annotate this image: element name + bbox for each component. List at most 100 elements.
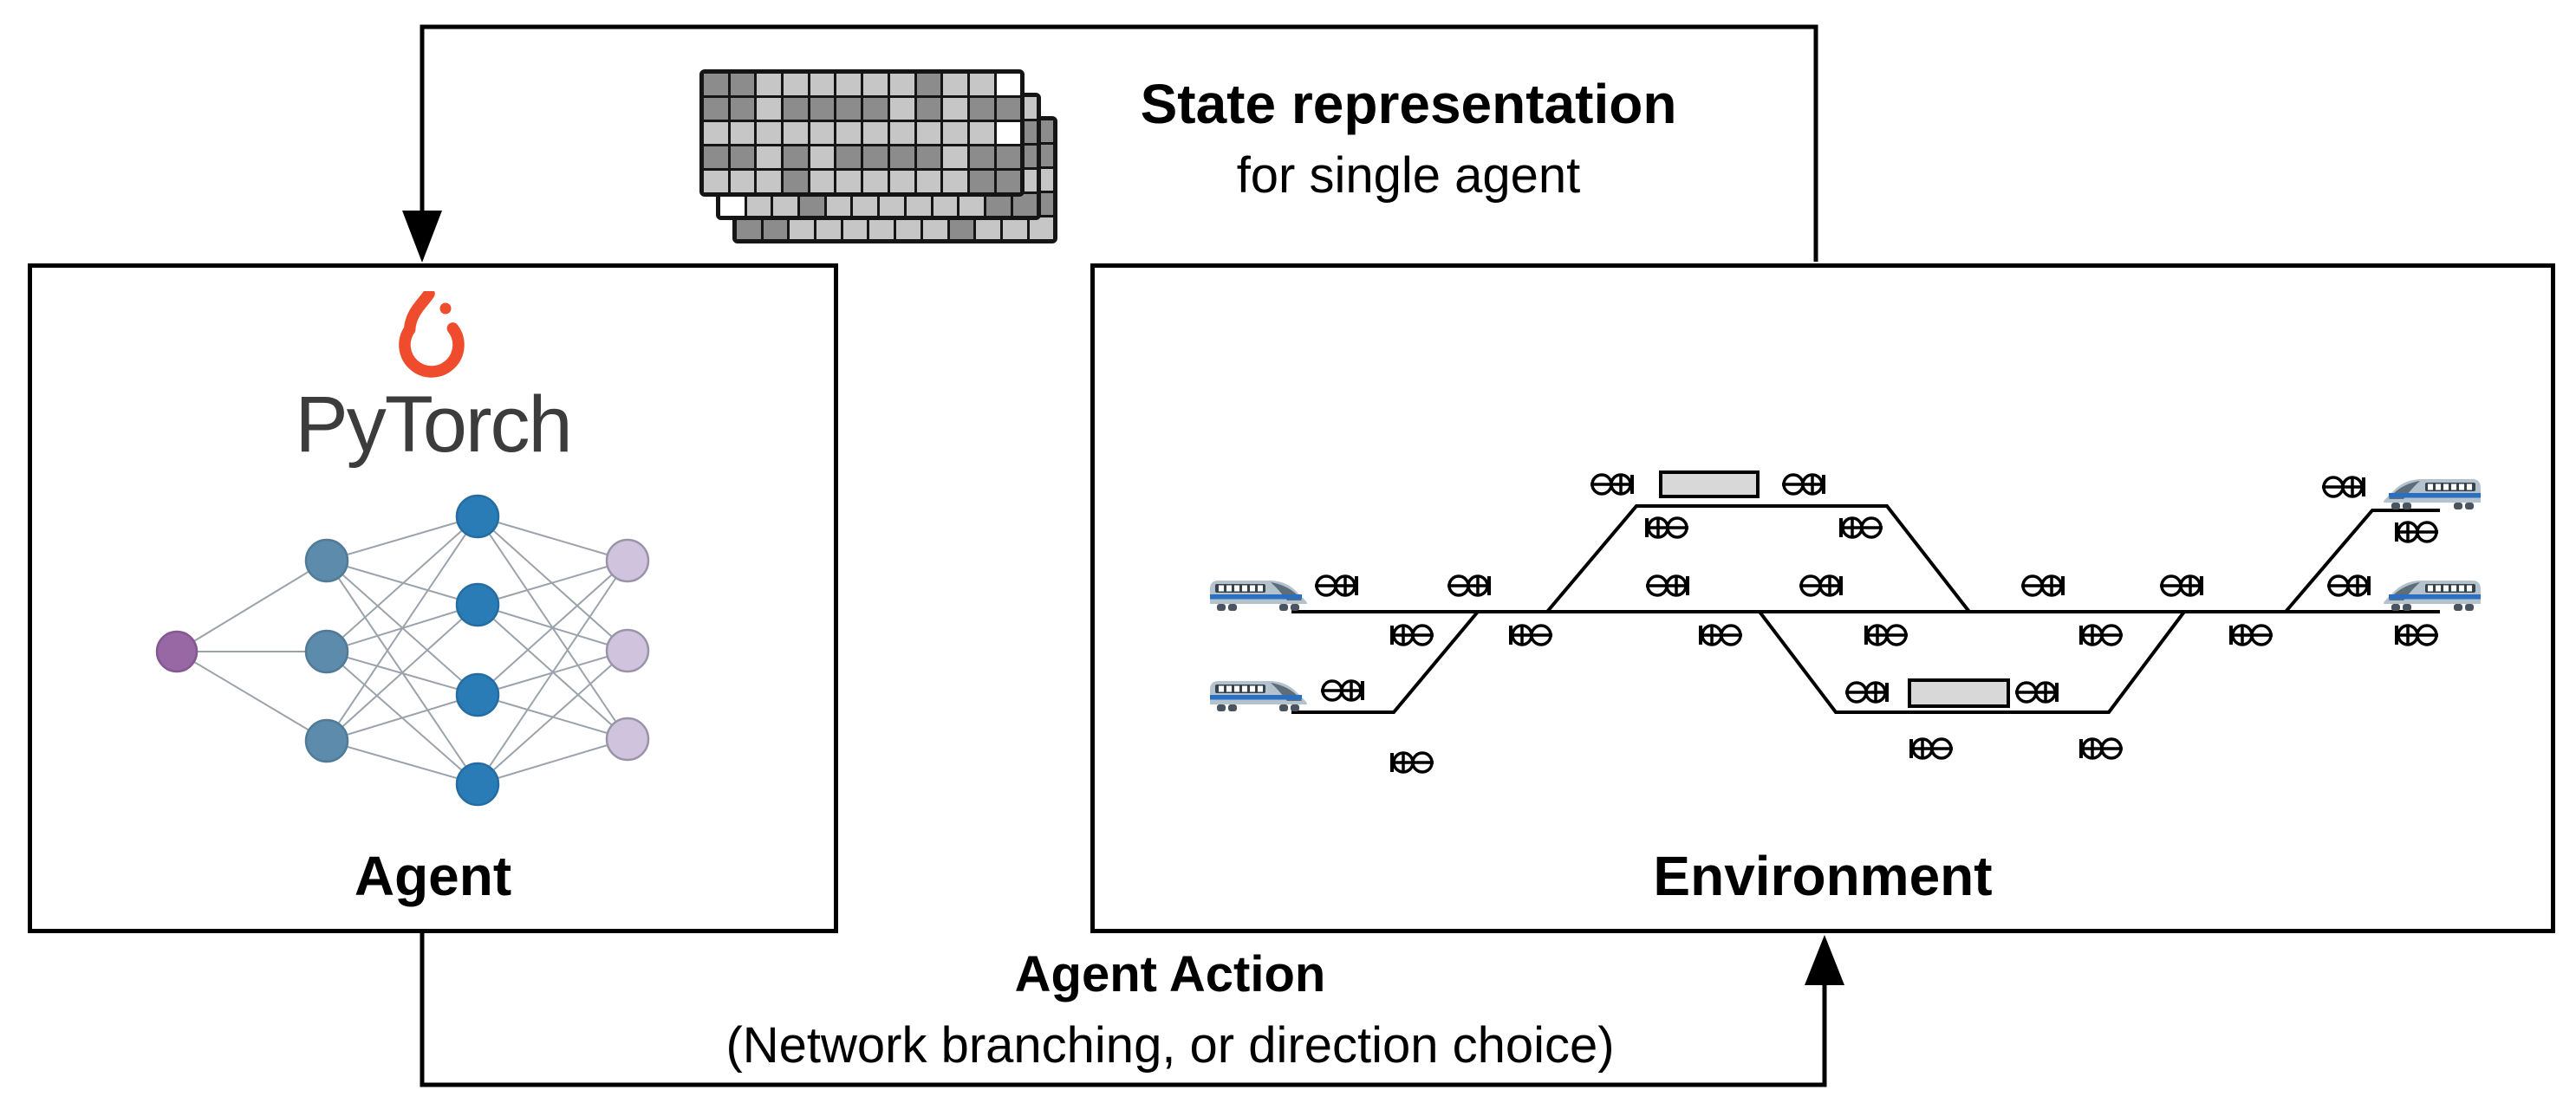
state-matrix-cell	[730, 171, 755, 192]
nn-edge	[477, 738, 628, 785]
rail-switch-right-icon	[1589, 473, 1634, 496]
state-arrowhead-icon	[402, 211, 442, 263]
state-matrix-cell	[720, 194, 745, 216]
rail-switch-right-icon	[1780, 473, 1825, 496]
high-speed-train-icon	[2384, 581, 2481, 611]
nn-node-hidden2	[455, 762, 500, 807]
state-matrix-cell	[969, 74, 994, 95]
nn-node-hidden2	[455, 582, 500, 627]
rail-switch-left-icon	[2395, 521, 2440, 543]
nn-node-output	[605, 538, 650, 583]
state-matrix-cell	[916, 122, 941, 144]
state-matrix-cell	[757, 122, 782, 144]
state-matrix-cell	[836, 122, 862, 144]
rail-switch-left-icon	[1645, 516, 1690, 539]
state-matrix-cell	[916, 98, 941, 120]
state-matrix-cell	[969, 122, 994, 144]
state-matrix-cell	[943, 146, 967, 168]
state-matrix-cell	[704, 122, 728, 144]
nn-node-hidden1	[304, 629, 349, 674]
track-line	[1291, 610, 1480, 714]
state-matrix-cell	[949, 217, 974, 239]
state-matrix-cell	[916, 74, 941, 95]
state-matrix-cell	[836, 171, 862, 192]
nn-node-hidden2	[455, 672, 500, 717]
state-matrix-cell	[737, 217, 761, 239]
rail-switch-left-icon	[1839, 516, 1884, 539]
state-matrix-cell	[943, 98, 967, 120]
state-matrix-cell	[784, 146, 808, 168]
state-matrix-cell	[943, 171, 967, 192]
agent-action-subtitle: (Network branching, or direction choice)	[725, 1017, 1615, 1074]
rail-switch-left-icon	[1390, 624, 1435, 646]
state-matrix-cell	[889, 98, 914, 120]
action-arrow-line	[420, 933, 1827, 1087]
nn-edge	[477, 560, 628, 785]
state-matrix-cell	[836, 98, 862, 120]
nn-edge	[477, 650, 628, 785]
state-matrix-cell	[773, 194, 798, 216]
state-matrix-cell	[863, 98, 888, 120]
state-matrix-cell	[969, 146, 994, 168]
high-speed-train-icon	[2384, 479, 2481, 509]
state-matrix-cell	[842, 217, 868, 239]
state-matrix-cell	[810, 146, 835, 168]
rail-switch-right-icon	[1446, 574, 1491, 597]
track-line	[2284, 509, 2440, 613]
state-matrix-cell	[757, 146, 782, 168]
state-matrix-cell	[730, 122, 755, 144]
agent-action-title: Agent Action	[1014, 946, 1326, 1002]
state-matrix-cell	[704, 171, 728, 192]
rail-switch-right-icon	[1644, 574, 1689, 597]
rail-switch-right-icon	[1798, 574, 1843, 597]
state-matrix-cell	[836, 74, 862, 95]
nn-node-hidden1	[304, 718, 349, 763]
state-matrix-cell	[816, 217, 841, 239]
state-matrix-cell	[810, 74, 835, 95]
nn-edge	[326, 694, 478, 742]
state-matrix-cell	[880, 194, 904, 216]
state-matrix-cell	[889, 146, 914, 168]
agent-action-caption: Agent Action (Network branching, or dire…	[693, 946, 1647, 1074]
state-matrix-cell	[863, 171, 888, 192]
nn-edge	[477, 560, 628, 696]
state-matrix-cell	[746, 194, 771, 216]
rail-switch-right-icon	[1313, 574, 1358, 597]
pytorch-flame-icon	[399, 291, 465, 378]
nn-edge	[326, 516, 478, 652]
state-matrix-cell	[1029, 217, 1054, 239]
state-matrix-cell	[810, 98, 835, 120]
rail-switch-right-icon	[2320, 476, 2365, 498]
rail-switch-right-icon	[2020, 574, 2065, 597]
pytorch-wordmark: PyTorch	[295, 380, 572, 469]
state-matrix-cell	[916, 146, 941, 168]
state-matrix-cell	[959, 194, 984, 216]
state-matrix-cell	[863, 74, 888, 95]
state-matrix-cell	[976, 217, 1000, 239]
state-matrix-cell	[790, 217, 815, 239]
state-matrix-cell	[863, 146, 888, 168]
rail-switch-left-icon	[2229, 624, 2274, 646]
state-matrix-layer	[699, 69, 1025, 197]
nn-edge	[326, 740, 478, 785]
nn-node-hidden1	[304, 538, 349, 583]
nn-edge	[477, 560, 628, 606]
state-matrix-cell	[800, 194, 824, 216]
rail-switch-right-icon	[2326, 574, 2371, 597]
track-line	[1545, 504, 1971, 613]
state-matrix-cell	[933, 194, 958, 216]
nn-node-output	[605, 717, 650, 762]
state-matrix-cell	[784, 122, 808, 144]
environment-box	[1090, 263, 2555, 933]
state-representation-subtitle: for single agent	[1236, 147, 1581, 204]
state-matrix-cell	[996, 98, 1021, 120]
state-matrix-cell	[763, 217, 788, 239]
state-matrix-cell	[869, 217, 894, 239]
state-matrix-cell	[969, 98, 994, 120]
state-matrix-cell	[784, 98, 808, 120]
high-speed-train-icon	[1210, 581, 1307, 611]
state-matrix-cell	[889, 74, 914, 95]
rail-switch-left-icon	[1699, 624, 1744, 646]
rail-switch-left-icon	[1390, 751, 1435, 774]
